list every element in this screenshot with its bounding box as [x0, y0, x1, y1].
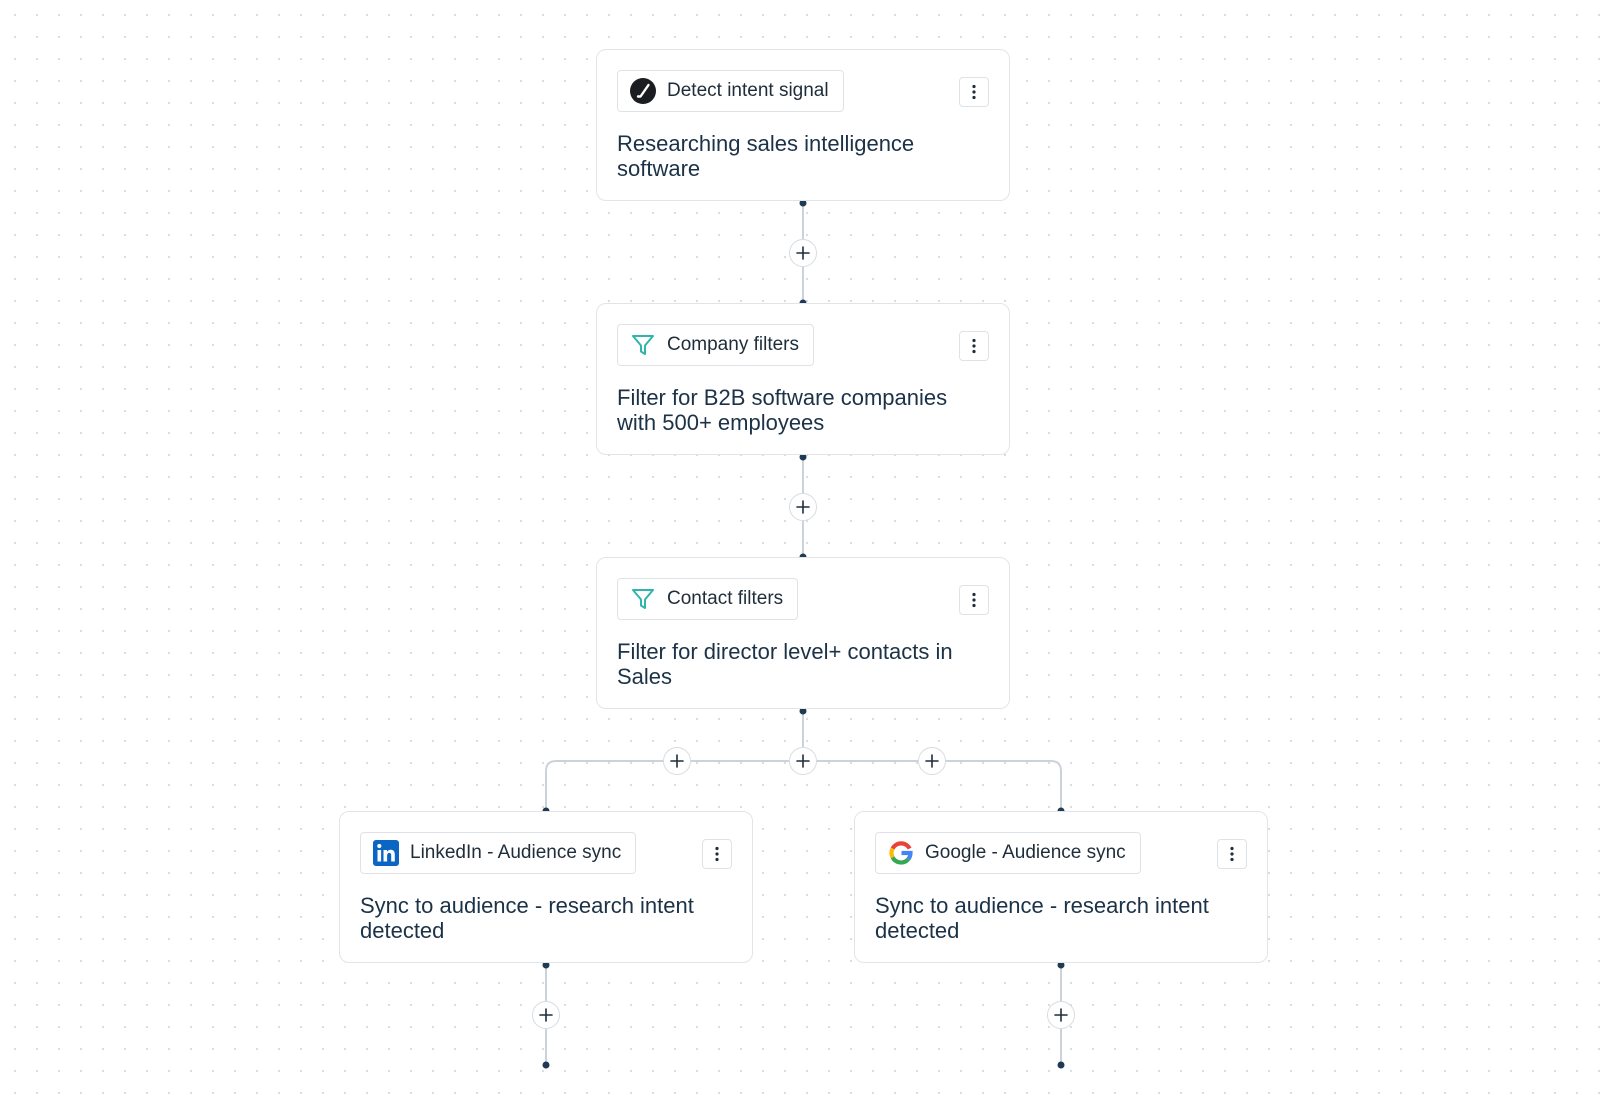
- kebab-menu-icon: [715, 846, 719, 862]
- node-menu-button[interactable]: [702, 839, 732, 869]
- linkedin-icon: [372, 839, 400, 867]
- port-dot: [799, 453, 807, 461]
- node-linkedin-audience-sync[interactable]: LinkedIn - Audience sync Sync to audienc…: [339, 811, 753, 963]
- node-type-label: Company filters: [667, 334, 799, 355]
- port-dot: [542, 1061, 550, 1069]
- node-description: Sync to audience - research intent detec…: [360, 893, 694, 943]
- node-type-chip: Detect intent signal: [617, 70, 844, 112]
- node-google-audience-sync[interactable]: Google - Audience sync Sync to audience …: [854, 811, 1268, 963]
- node-company-filters[interactable]: Company filters Filter for B2B software …: [596, 303, 1010, 455]
- plus-icon: [1054, 1008, 1068, 1022]
- plus-icon: [925, 754, 939, 768]
- plus-icon: [796, 500, 810, 514]
- node-type-chip: Google - Audience sync: [875, 832, 1141, 874]
- node-menu-button[interactable]: [1217, 839, 1247, 869]
- node-description: Sync to audience - research intent detec…: [875, 893, 1209, 943]
- node-menu-button[interactable]: [959, 77, 989, 107]
- add-step-button[interactable]: [789, 493, 817, 521]
- port-dot: [1057, 961, 1065, 969]
- node-description: Filter for director level+ contacts in S…: [617, 639, 953, 689]
- node-description: Researching sales intelligence software: [617, 131, 915, 181]
- filter-icon: [629, 585, 657, 613]
- node-type-chip: Contact filters: [617, 578, 799, 620]
- node-menu-button[interactable]: [959, 331, 989, 361]
- plus-icon: [796, 754, 810, 768]
- google-icon: [887, 839, 915, 867]
- node-contact-filters[interactable]: Contact filters Filter for director leve…: [596, 557, 1010, 709]
- port-dot: [799, 199, 807, 207]
- filter-icon: [629, 331, 657, 359]
- intent-signal-icon: [629, 77, 657, 105]
- add-branch-left-button[interactable]: [663, 747, 691, 775]
- plus-icon: [670, 754, 684, 768]
- node-type-label: Contact filters: [667, 588, 784, 609]
- add-step-button[interactable]: [789, 239, 817, 267]
- kebab-menu-icon: [972, 84, 976, 100]
- add-step-button[interactable]: [532, 1001, 560, 1029]
- plus-icon: [539, 1008, 553, 1022]
- node-type-label: Google - Audience sync: [925, 842, 1126, 863]
- node-type-label: LinkedIn - Audience sync: [410, 842, 622, 863]
- node-type-label: Detect intent signal: [667, 80, 829, 101]
- plus-icon: [796, 246, 810, 260]
- kebab-menu-icon: [1230, 846, 1234, 862]
- port-dot: [1057, 1061, 1065, 1069]
- node-detect-intent-signal[interactable]: Detect intent signal Researching sales i…: [596, 49, 1010, 201]
- port-dot: [542, 961, 550, 969]
- add-step-button[interactable]: [1047, 1001, 1075, 1029]
- node-type-chip: Company filters: [617, 324, 814, 366]
- kebab-menu-icon: [972, 338, 976, 354]
- port-dot: [799, 707, 807, 715]
- add-branch-right-button[interactable]: [918, 747, 946, 775]
- node-description: Filter for B2B software companies with 5…: [617, 385, 948, 435]
- kebab-menu-icon: [972, 592, 976, 608]
- node-type-chip: LinkedIn - Audience sync: [360, 832, 637, 874]
- node-menu-button[interactable]: [959, 585, 989, 615]
- add-branch-center-button[interactable]: [789, 747, 817, 775]
